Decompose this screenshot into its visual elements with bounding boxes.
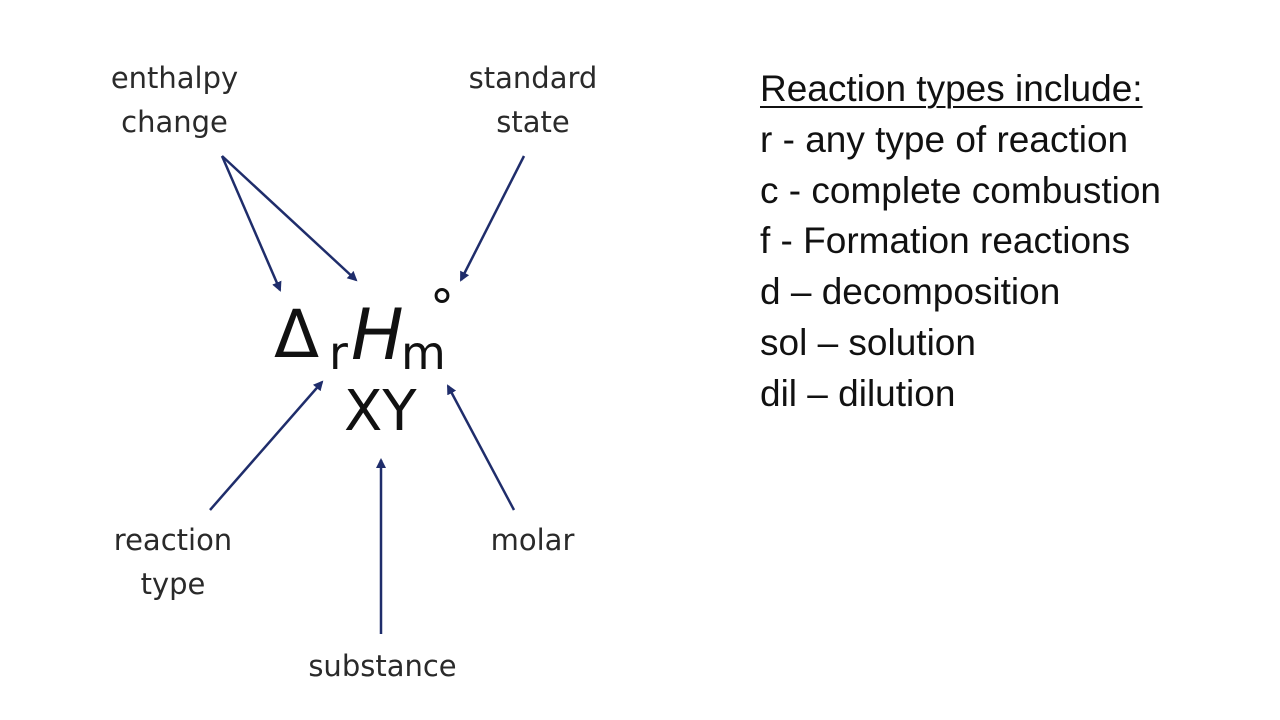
standard-state-label-line-2: state bbox=[496, 105, 570, 139]
arrow-molar-to-m bbox=[446, 384, 516, 511]
enthalpy-symbol: H bbox=[351, 294, 404, 376]
reaction-type-item: d – decomposition bbox=[760, 271, 1061, 313]
arrow-standard-to-degree bbox=[459, 155, 526, 282]
reaction-types-panel: Reaction types include: r - any type of … bbox=[760, 64, 1260, 420]
reaction-types-heading: Reaction types include: bbox=[760, 68, 1143, 109]
molar-subscript: m bbox=[401, 326, 446, 380]
standard-state-label: standard state bbox=[448, 56, 618, 144]
reaction-type-item: sol – solution bbox=[760, 321, 976, 363]
substance-symbol: XY bbox=[344, 379, 417, 444]
reaction-type-label: reaction type bbox=[98, 518, 248, 606]
arrow-enthalpy-to-delta bbox=[220, 155, 282, 292]
arrow-enthalpy-to-h bbox=[221, 155, 358, 282]
reaction-type-item: f - Formation reactions bbox=[760, 220, 1131, 262]
delta-symbol: Δ bbox=[274, 296, 320, 373]
molar-label: molar bbox=[490, 523, 575, 557]
reaction-type-item: c - complete combustion bbox=[760, 169, 1162, 211]
enthalpy-change-label: enthalpy change bbox=[92, 56, 257, 144]
enthalpy-change-label-line-1: enthalpy bbox=[110, 61, 239, 95]
reaction-type-label-line-2: type bbox=[140, 567, 206, 601]
standard-state-label-line-1: standard bbox=[468, 61, 598, 95]
reaction-subscript: r bbox=[329, 326, 348, 380]
standard-state-superscript: ° bbox=[430, 280, 454, 336]
reaction-type-label-line-1: reaction bbox=[113, 523, 233, 557]
arrow-reaction-type-to-r bbox=[209, 380, 324, 511]
reaction-type-item: r - any type of reaction bbox=[760, 118, 1129, 160]
enthalpy-change-label-line-2: change bbox=[121, 105, 228, 139]
reaction-type-item: dil – dilution bbox=[760, 372, 956, 414]
substance-label: substance bbox=[308, 649, 457, 683]
